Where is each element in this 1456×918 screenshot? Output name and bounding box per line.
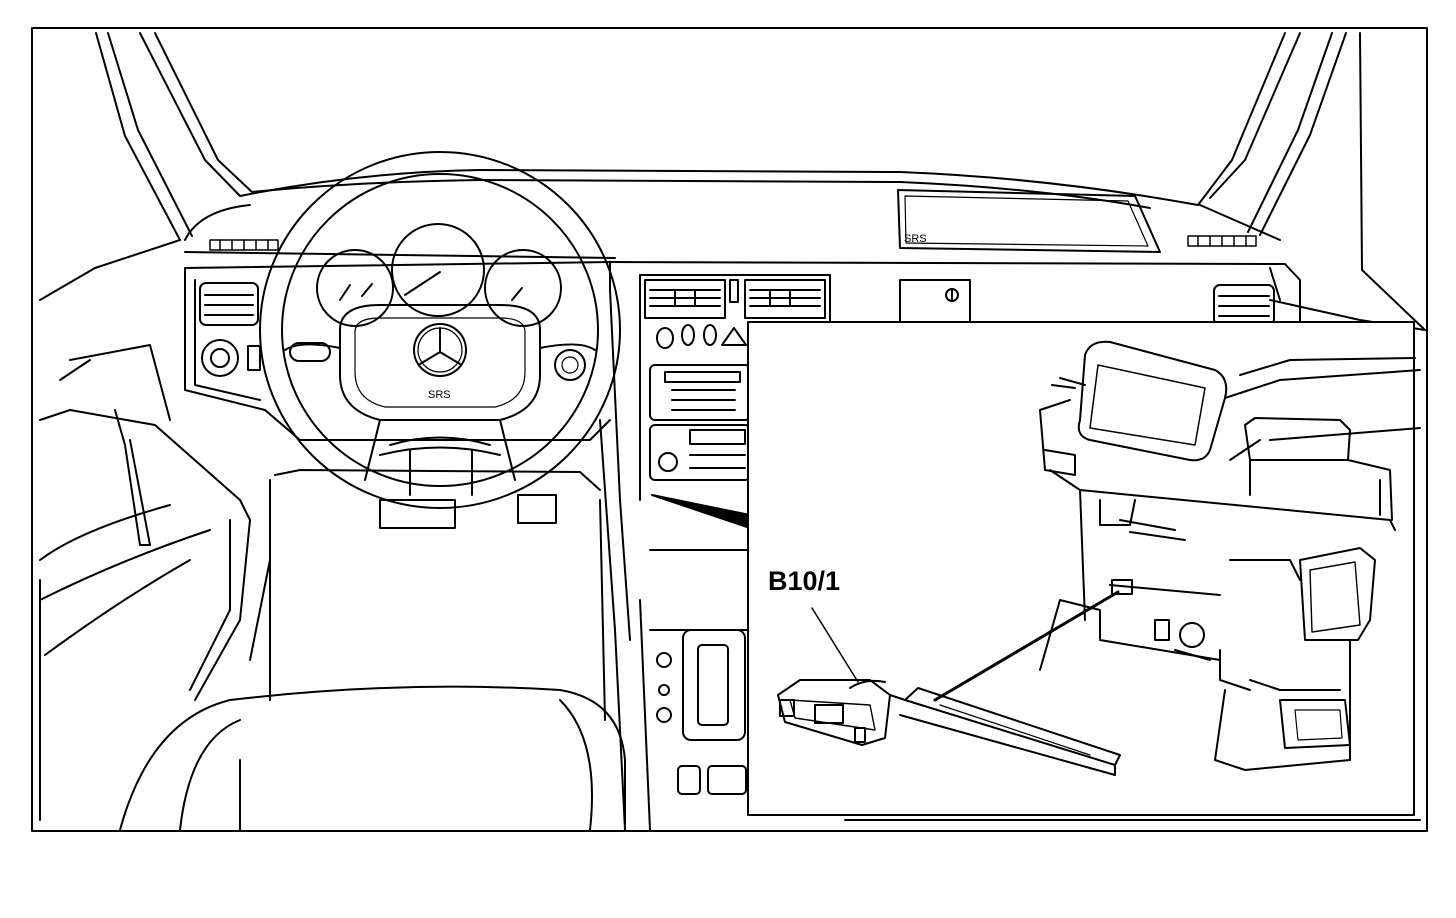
brake-pedal bbox=[380, 500, 455, 528]
figure-frame bbox=[32, 28, 1427, 831]
gauge-left bbox=[317, 250, 393, 326]
climate-unit bbox=[650, 425, 750, 480]
mounting-leader-line bbox=[935, 592, 1118, 700]
defrost-vent-left bbox=[210, 240, 278, 250]
driver-door bbox=[40, 345, 250, 820]
detail-inset: B10/1 bbox=[748, 322, 1420, 815]
star-emblem bbox=[414, 324, 466, 376]
gear-selector-console bbox=[640, 550, 750, 830]
module-housing bbox=[1040, 342, 1420, 770]
sensor-b10-1 bbox=[778, 680, 1120, 775]
dashboard-top bbox=[185, 170, 1285, 300]
side-vent-left bbox=[200, 283, 258, 325]
gauge-center bbox=[392, 224, 484, 316]
passenger-airbag-srs-label: SRS bbox=[904, 233, 927, 245]
defrost-vent-right bbox=[1188, 236, 1256, 246]
steering-airbag-srs-label: SRS bbox=[428, 389, 451, 401]
light-switch bbox=[202, 340, 260, 376]
accelerator-pedal bbox=[518, 495, 556, 523]
radio-unit bbox=[650, 365, 750, 420]
car-interior-view: SRS bbox=[40, 33, 1425, 830]
ignition-lock bbox=[555, 350, 585, 380]
passenger-airbag-panel: SRS bbox=[898, 190, 1160, 252]
driver-seat bbox=[120, 560, 625, 830]
footwell bbox=[270, 470, 605, 720]
instrument-cluster bbox=[317, 224, 561, 326]
callout-label-b10-1: B10/1 bbox=[768, 566, 840, 596]
leader-wedge bbox=[652, 495, 750, 528]
callout-leader-line bbox=[812, 608, 858, 682]
switch-row bbox=[657, 325, 746, 348]
side-vent-right bbox=[1214, 285, 1274, 325]
glovebox-lock bbox=[900, 280, 970, 322]
center-vents bbox=[640, 275, 830, 325]
hazard-triangle-icon bbox=[722, 328, 746, 345]
steering-wheel: SRS bbox=[260, 152, 620, 508]
a-pillars bbox=[40, 33, 1425, 330]
